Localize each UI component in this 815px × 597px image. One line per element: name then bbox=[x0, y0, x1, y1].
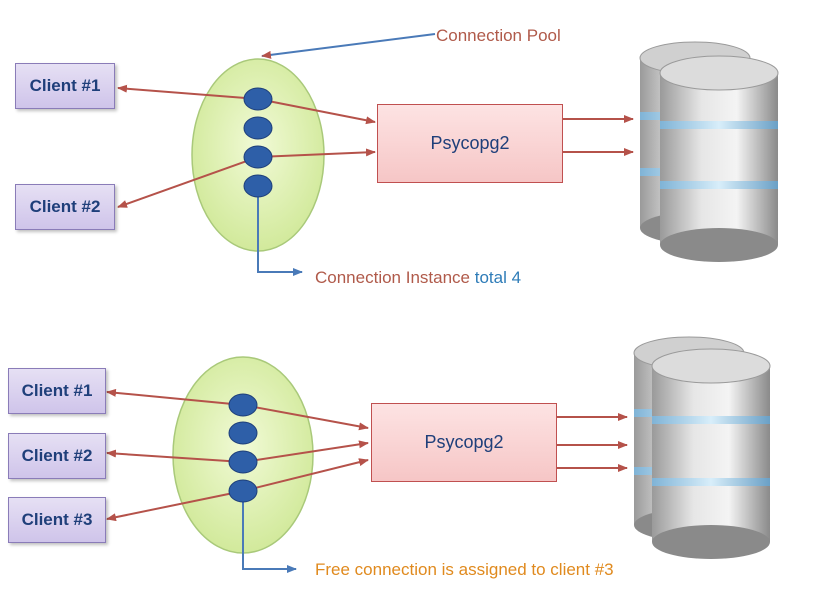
arrow-node3-to-psy bbox=[242, 440, 369, 463]
arrow-node-to-psy bbox=[257, 148, 376, 158]
client-label: Client #2 bbox=[21, 446, 93, 465]
connection-instance-label: Connection Instance total 4 bbox=[315, 268, 521, 288]
client-label: Client #3 bbox=[21, 510, 93, 529]
connection-pool-label: Connection Pool bbox=[436, 26, 561, 45]
client-box: Client #1 bbox=[15, 63, 115, 109]
connection-node bbox=[228, 479, 258, 503]
arrow-node-to-client2 bbox=[117, 156, 259, 208]
client-label: Client #1 bbox=[21, 381, 93, 400]
connection-node bbox=[243, 174, 273, 198]
free-connection-label: Free connection is assigned to client #3 bbox=[315, 560, 614, 579]
client-box: Client #3 bbox=[8, 497, 106, 543]
connection-node bbox=[243, 87, 273, 111]
instance-total: total 4 bbox=[474, 268, 522, 287]
psycopg-label: Psycopg2 bbox=[430, 133, 510, 153]
connection-node bbox=[228, 421, 258, 445]
bottom-section bbox=[106, 336, 771, 573]
arrow-node-to-client1 bbox=[117, 84, 259, 100]
arrow-node4-to-client3 bbox=[106, 490, 244, 522]
client-label: Client #2 bbox=[29, 197, 101, 216]
top-section bbox=[117, 33, 779, 276]
connection-node bbox=[243, 116, 273, 140]
arrow-node4-to-psy bbox=[242, 458, 369, 492]
client-label: Client #1 bbox=[29, 76, 101, 95]
instance-bracket bbox=[257, 186, 303, 276]
database-icon bbox=[633, 336, 771, 559]
arrow-node3-to-client2 bbox=[106, 449, 244, 463]
connection-node bbox=[228, 393, 258, 417]
database-icon bbox=[639, 41, 779, 262]
connection-node bbox=[243, 145, 273, 169]
psycopg-label: Psycopg2 bbox=[424, 432, 504, 452]
instance-text: Connection Instance bbox=[315, 268, 470, 287]
arrow-client1-to-psy bbox=[257, 98, 376, 125]
psycopg-box: Psycopg2 bbox=[371, 403, 557, 482]
arrow-node1-to-psy bbox=[242, 404, 369, 431]
client-box: Client #2 bbox=[8, 433, 106, 479]
arrow-node1-to-client1 bbox=[106, 388, 244, 406]
free-connection-bracket bbox=[242, 491, 297, 573]
client-box: Client #2 bbox=[15, 184, 115, 230]
client-box: Client #1 bbox=[8, 368, 106, 414]
connection-node bbox=[228, 450, 258, 474]
psycopg-box: Psycopg2 bbox=[377, 104, 563, 183]
arrow-pool-pointer bbox=[261, 33, 436, 59]
